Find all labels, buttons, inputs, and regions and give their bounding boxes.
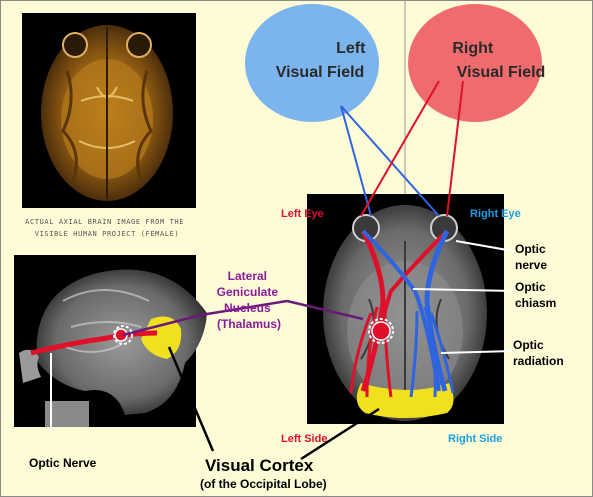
- lgn-label: Lateral Geniculate Nucleus (Thalamus): [217, 269, 282, 331]
- right-eye-label: Right Eye: [470, 208, 521, 220]
- left-eye-label: Left Eye: [281, 208, 324, 220]
- optic-chiasm-pointer: [412, 288, 514, 292]
- right-visual-field-ellipse: [408, 4, 542, 122]
- axial-brain-photo: [22, 13, 196, 208]
- axial-mri: [307, 194, 504, 424]
- optic-radiation-label: Optic radiation: [513, 338, 564, 368]
- optic-radiation-pointer: [440, 350, 514, 354]
- left-field-rays: [340, 105, 440, 217]
- lgn-marker-sagittal: [113, 325, 133, 345]
- right-visual-field-label: Right Visual Field: [452, 40, 545, 81]
- optic-nerve-label: Optic nerve: [515, 242, 549, 272]
- photo-caption: ACTUAL AXIAL BRAIN IMAGE FROM THE VISIBL…: [25, 218, 189, 238]
- lgn-marker-axial: [368, 318, 394, 344]
- optic-nerve-pointer: [455, 240, 514, 252]
- right-field-rays: [360, 80, 464, 217]
- visual-cortex-subtitle: (of the Occipital Lobe): [200, 477, 327, 491]
- optic-chiasm-label: Optic chiasm: [515, 280, 556, 310]
- optic-nerve-bottom-label: Optic Nerve: [29, 456, 97, 470]
- left-visual-field-label: Left Visual Field: [276, 40, 370, 81]
- sagittal-mri: [14, 255, 207, 427]
- left-side-label: Left Side: [281, 433, 327, 445]
- visual-cortex-pointer: [167, 346, 380, 461]
- visual-cortex-title: Visual Cortex: [205, 456, 314, 475]
- left-visual-field-ellipse: [245, 4, 379, 122]
- right-side-label: Right Side: [448, 433, 502, 445]
- lgn-pointer: [122, 299, 364, 337]
